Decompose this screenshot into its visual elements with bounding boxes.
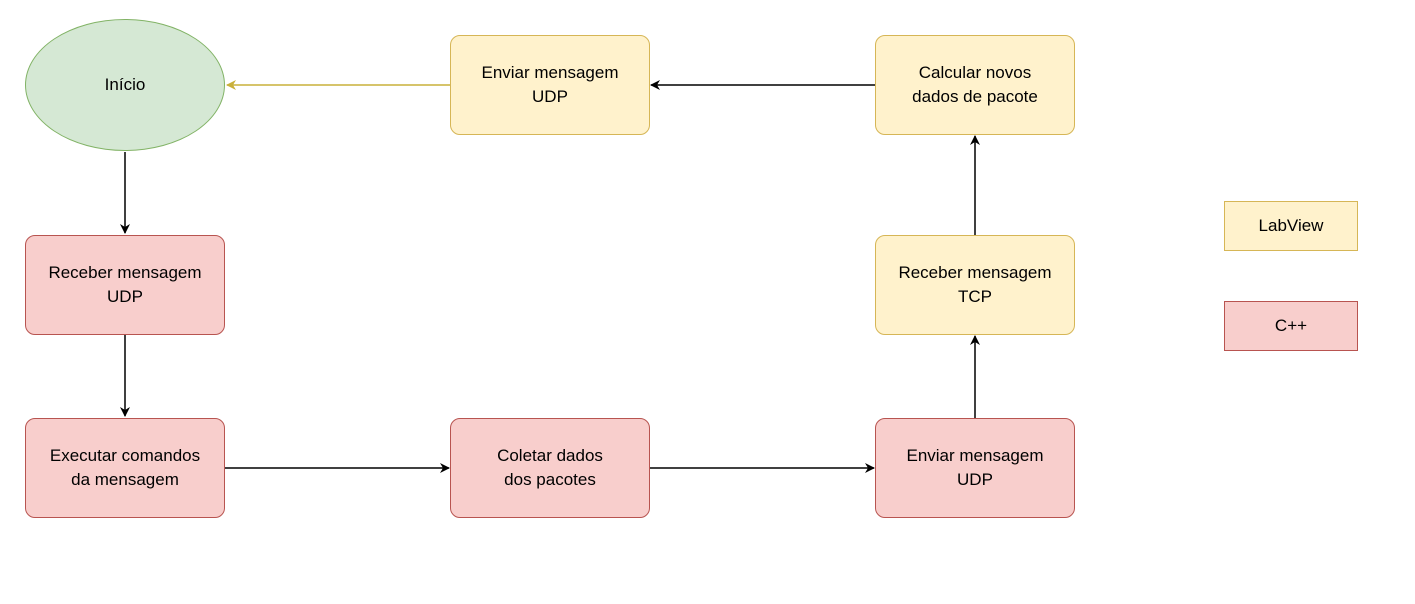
node-send-udp-top: Enviar mensagem UDP bbox=[450, 35, 650, 135]
node-calc: Calcular novos dados de pacote bbox=[875, 35, 1075, 135]
node-recv-udp-label: Receber mensagem UDP bbox=[48, 263, 202, 306]
node-recv-tcp-label: Receber mensagem TCP bbox=[898, 263, 1052, 306]
node-recv-tcp: Receber mensagem TCP bbox=[875, 235, 1075, 335]
legend-cpp: C++ bbox=[1224, 301, 1358, 351]
node-collect-label: Coletar dados dos pacotes bbox=[497, 446, 603, 489]
node-send-udp-bottom-label: Enviar mensagem UDP bbox=[906, 446, 1044, 489]
node-send-udp-bottom: Enviar mensagem UDP bbox=[875, 418, 1075, 518]
node-start: Início bbox=[25, 19, 225, 151]
node-exec: Executar comandos da mensagem bbox=[25, 418, 225, 518]
node-exec-label: Executar comandos da mensagem bbox=[49, 446, 201, 489]
node-collect: Coletar dados dos pacotes bbox=[450, 418, 650, 518]
node-recv-udp: Receber mensagem UDP bbox=[25, 235, 225, 335]
legend-labview: LabView bbox=[1224, 201, 1358, 251]
legend-labview-label: LabView bbox=[1258, 216, 1324, 235]
node-calc-label: Calcular novos dados de pacote bbox=[912, 63, 1038, 106]
node-start-label: Início bbox=[104, 75, 146, 94]
legend-cpp-label: C++ bbox=[1274, 316, 1308, 335]
node-send-udp-top-label: Enviar mensagem UDP bbox=[481, 63, 619, 106]
